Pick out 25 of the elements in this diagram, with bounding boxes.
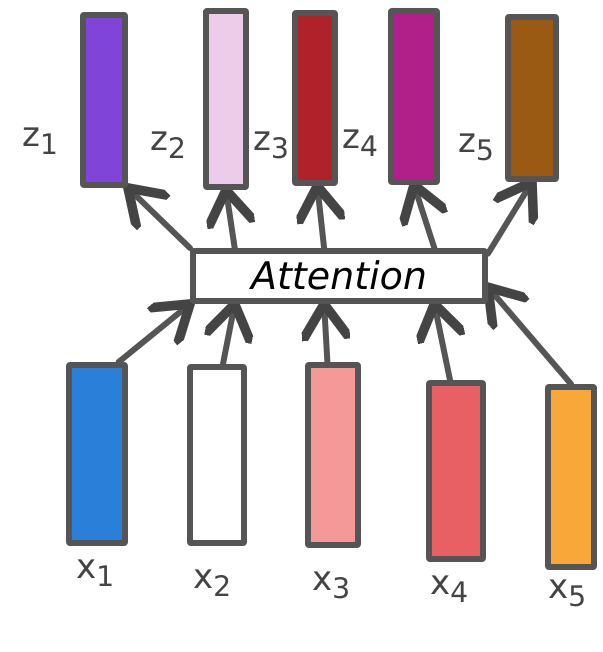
node-label: Attention — [250, 254, 428, 298]
vector-label: x$_{2}$ — [193, 560, 232, 602]
vector-label: z$_{2}$ — [150, 122, 186, 164]
vector-bar — [426, 380, 486, 562]
vector-label: x$_{4}$ — [430, 566, 468, 608]
vector-bar — [80, 12, 128, 188]
vector-label: z$_{1}$ — [22, 118, 58, 160]
vector-label: z$_{3}$ — [253, 122, 289, 164]
vector-label: x$_{3}$ — [312, 562, 350, 604]
vector-label: x$_{1}$ — [76, 550, 114, 592]
vector-bar — [388, 8, 440, 185]
vector-bar — [545, 384, 597, 570]
vector-label: z$_{4}$ — [342, 120, 378, 162]
arrow — [483, 282, 574, 387]
vector-label: x$_{5}$ — [548, 570, 586, 612]
vector-bar — [292, 10, 338, 186]
vector-bar — [505, 14, 559, 182]
vector-bar — [66, 362, 128, 546]
vector-bar — [305, 362, 361, 548]
vector-label: z$_{5}$ — [458, 124, 494, 166]
attention-box — [190, 248, 488, 304]
arrow — [123, 183, 193, 251]
vector-bar — [187, 364, 247, 546]
vector-bar — [203, 8, 249, 190]
arrow — [116, 299, 195, 365]
